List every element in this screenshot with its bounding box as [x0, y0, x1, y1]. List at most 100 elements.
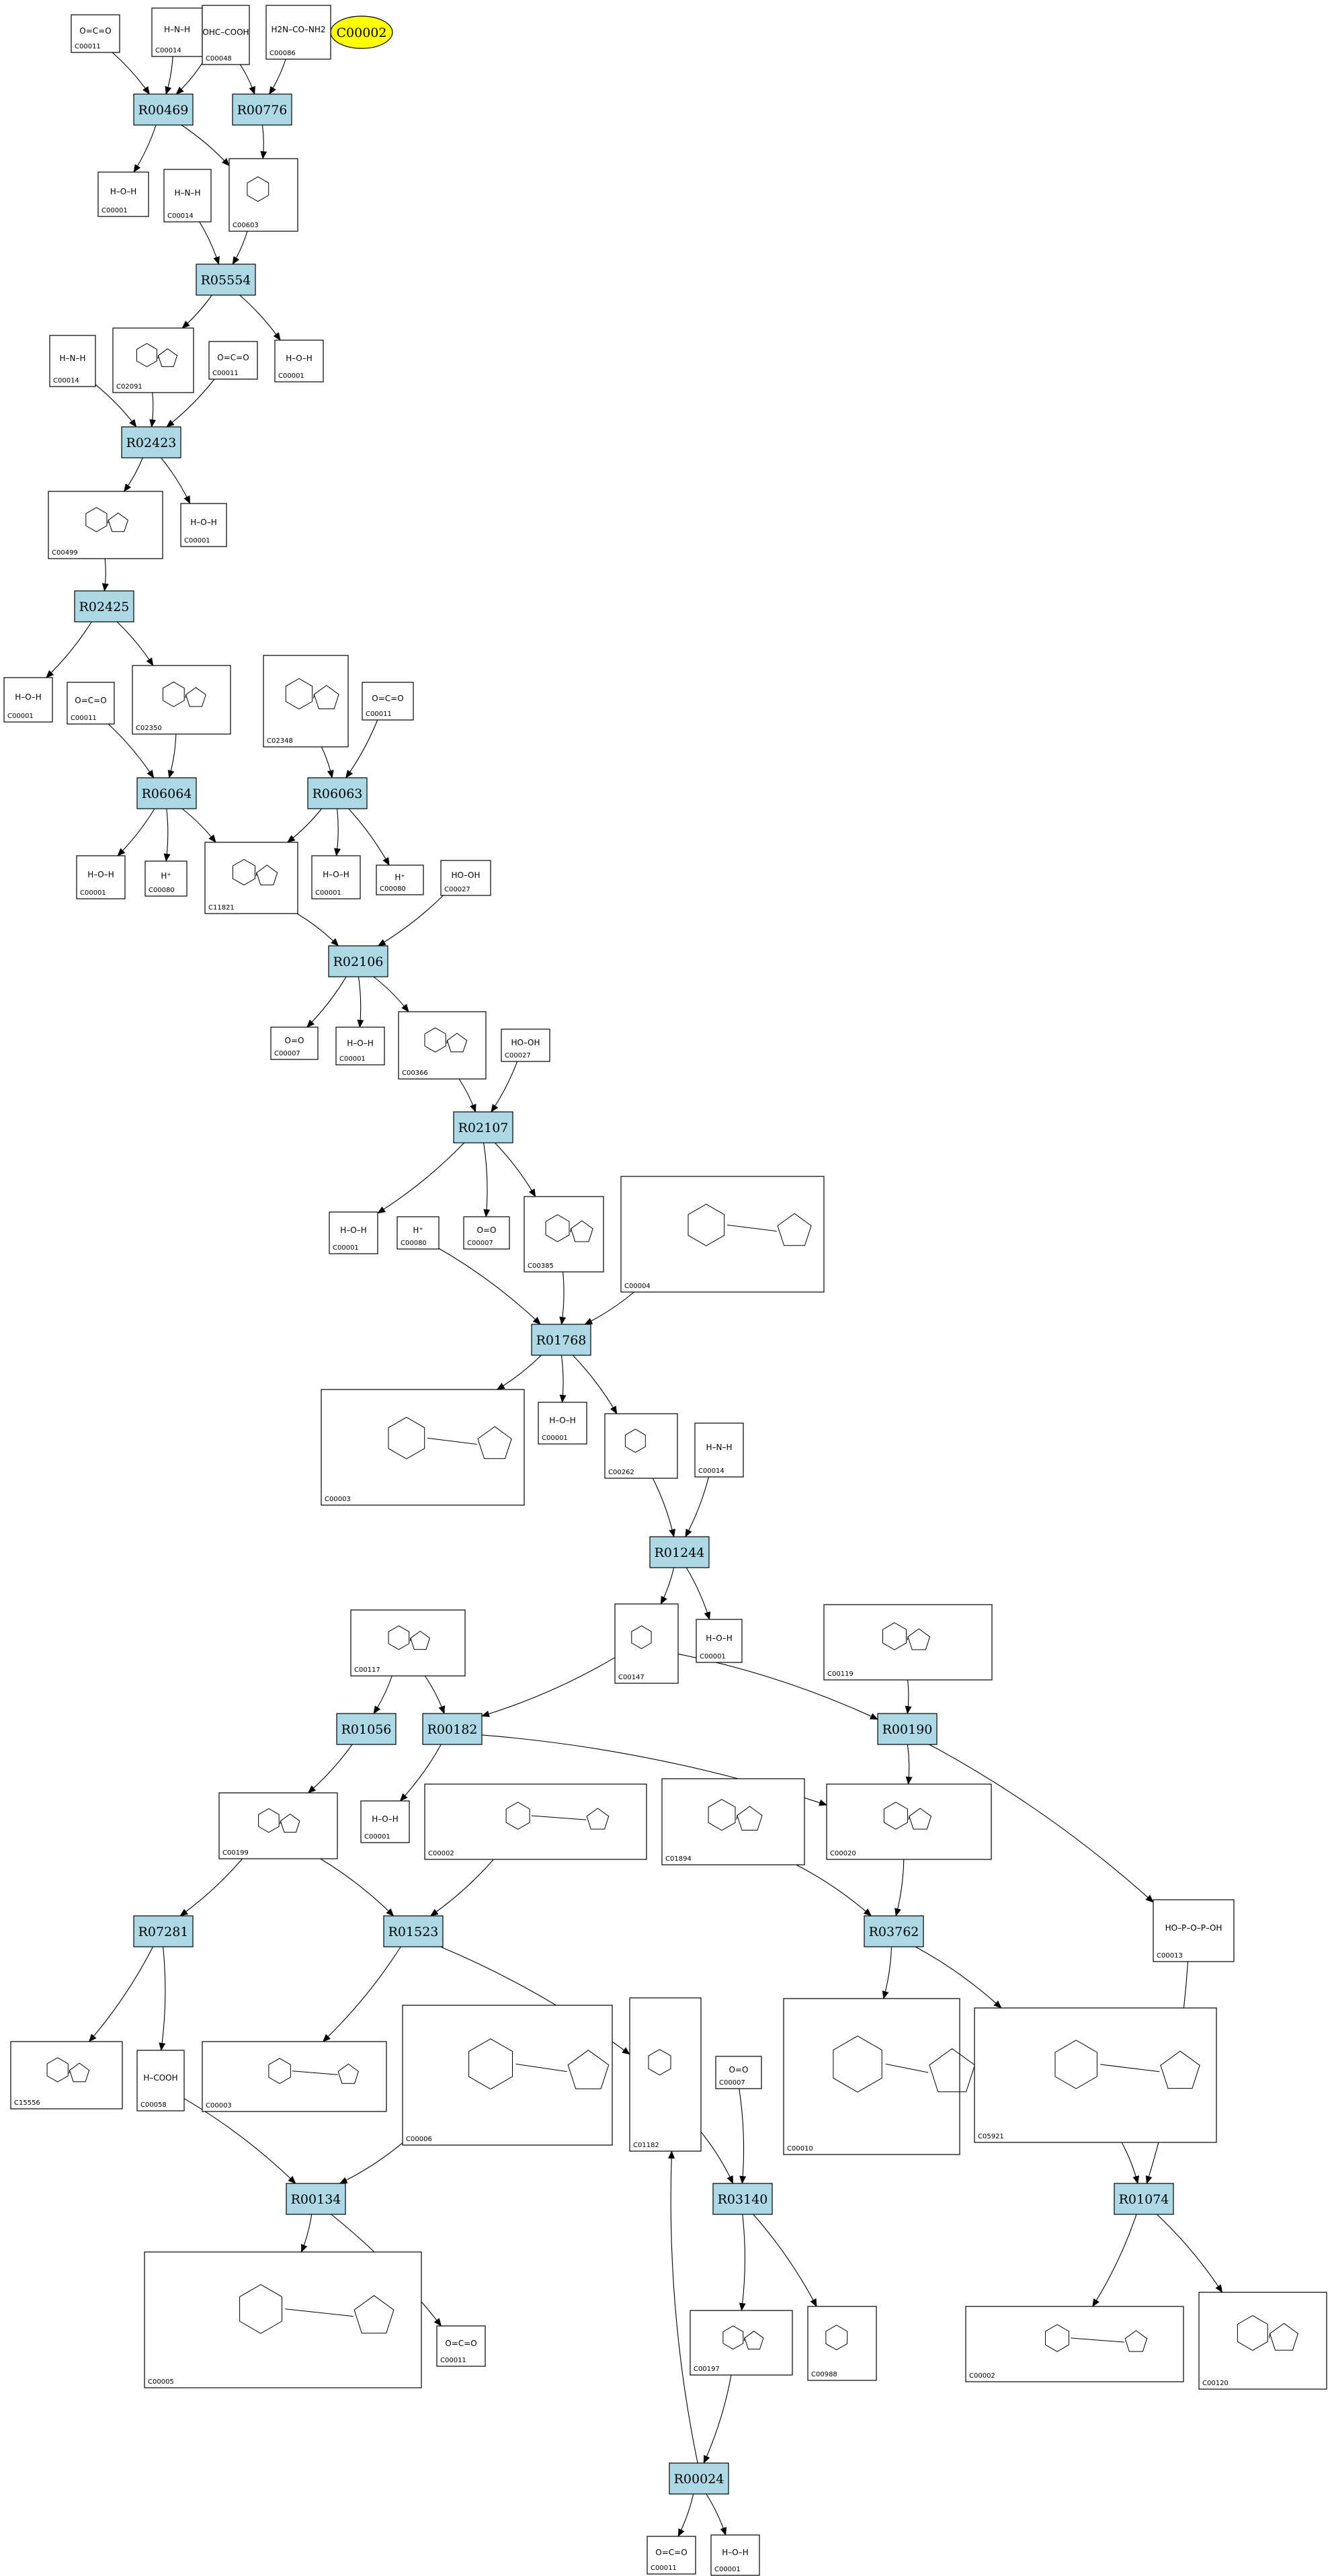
compound-node[interactable]: H⁺C00080 — [144, 860, 188, 897]
compound-node[interactable]: C00120 — [1198, 2292, 1327, 2390]
compound-node[interactable]: C00385 — [524, 1196, 604, 1273]
compound-node[interactable]: C00020 — [826, 1783, 992, 1860]
reaction-node[interactable]: R02425 — [74, 590, 134, 622]
reaction-node[interactable]: R01523 — [383, 1915, 444, 1947]
reaction-node[interactable]: R06064 — [136, 777, 197, 809]
compound-node[interactable]: C00005 — [144, 2251, 422, 2388]
compound-node[interactable]: C00197 — [690, 2310, 793, 2376]
structure-formula: H–COOH — [143, 2073, 177, 2083]
compound-node[interactable]: C00002 — [965, 2306, 1184, 2382]
compound-node[interactable]: C00147 — [614, 1603, 679, 1684]
reaction-node[interactable]: R00776 — [232, 93, 292, 126]
compound-node[interactable]: C00004 — [620, 1176, 825, 1293]
compound-node[interactable]: C00988 — [807, 2306, 877, 2381]
reaction-node[interactable]: R02106 — [328, 945, 388, 977]
compound-label: C01894 — [665, 1855, 692, 1863]
reaction-node[interactable]: R03140 — [712, 2183, 773, 2215]
reaction-node[interactable]: R00190 — [877, 1713, 938, 1745]
compound-node[interactable]: C00003 — [321, 1389, 525, 1506]
compound-node[interactable]: H⁺C00080 — [397, 1216, 440, 1250]
reaction-node[interactable]: R06063 — [307, 777, 368, 809]
ring-shape — [256, 864, 278, 885]
compound-node[interactable]: C01894 — [661, 1778, 805, 1865]
compound-node[interactable]: C02091 — [112, 327, 194, 393]
compound-node[interactable]: C02350 — [132, 665, 231, 735]
reaction-node[interactable]: R07281 — [133, 1915, 194, 1947]
compound-node[interactable]: C02348 — [263, 655, 349, 748]
compound-node[interactable]: C05921 — [974, 2007, 1217, 2143]
reaction-node[interactable]: R01768 — [531, 1324, 591, 1356]
compound-node[interactable]: C00499 — [48, 491, 163, 559]
compound-node[interactable]: C00366 — [398, 1011, 487, 1080]
ring-shape — [354, 2295, 394, 2334]
reaction-node[interactable]: R01056 — [336, 1713, 397, 1745]
reaction-node[interactable]: R03762 — [864, 1915, 924, 1947]
edge-arrow — [300, 2214, 313, 2253]
compound-node[interactable]: C00119 — [823, 1604, 993, 1681]
compound-node[interactable]: C11821 — [204, 842, 298, 914]
target-compound-node[interactable]: C00002 — [330, 15, 393, 49]
reaction-box — [232, 93, 292, 126]
edge-arrow — [348, 808, 390, 866]
compound-node[interactable]: C00002 — [424, 1783, 647, 1860]
compound-node[interactable]: C01182 — [629, 1997, 702, 2152]
reaction-node[interactable]: R02107 — [453, 1111, 513, 1143]
structure-drawing — [136, 343, 178, 368]
ring-shape — [157, 348, 178, 367]
reaction-label: R00190 — [882, 1722, 933, 1737]
compound-box — [614, 1603, 679, 1684]
reaction-node[interactable]: R00024 — [669, 2462, 729, 2495]
compound-node[interactable]: C00199 — [218, 1792, 338, 1859]
reaction-node[interactable]: R00469 — [133, 93, 194, 126]
compound-node[interactable]: H⁺C00080 — [376, 864, 424, 895]
reaction-node[interactable]: R05554 — [196, 264, 256, 296]
compound-node[interactable]: C00603 — [228, 158, 298, 232]
reaction-node[interactable]: R01074 — [1114, 2183, 1174, 2215]
reaction-node[interactable]: R02423 — [121, 426, 181, 458]
reaction-node[interactable]: R00134 — [286, 2183, 346, 2215]
compound-node[interactable]: C00006 — [402, 2005, 613, 2146]
compound-node[interactable]: C00262 — [604, 1413, 678, 1479]
reaction-node[interactable]: R01244 — [649, 1536, 710, 1568]
compound-label: C00262 — [608, 1469, 634, 1476]
compound-node[interactable]: C15556 — [10, 2041, 123, 2109]
structure-drawing — [833, 2036, 976, 2093]
compound-node[interactable]: C00117 — [350, 1609, 466, 1677]
reaction-node[interactable]: R00182 — [422, 1713, 483, 1745]
compound-node[interactable]: C00010 — [783, 1998, 976, 2155]
compound-node[interactable]: C00003 — [202, 2041, 387, 2112]
edge-arrow — [700, 2131, 734, 2184]
edge-arrow — [1092, 2214, 1137, 2307]
